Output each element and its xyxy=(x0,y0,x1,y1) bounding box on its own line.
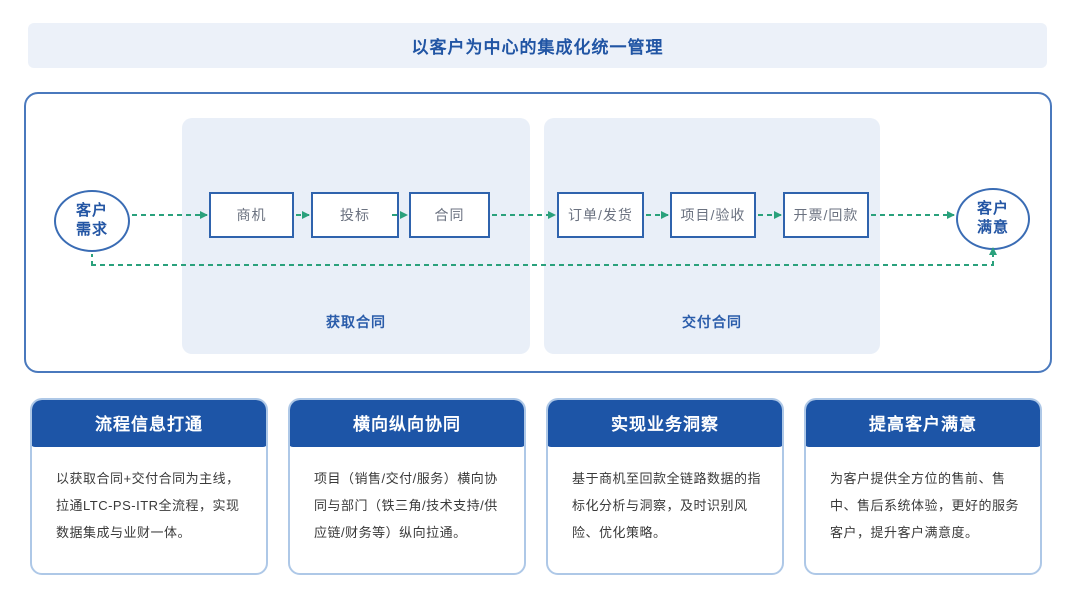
step-label: 订单/发货 xyxy=(568,207,633,223)
end-node-customer-satisfaction: 客户 满意 xyxy=(956,188,1030,250)
step-label: 投标 xyxy=(340,207,370,223)
card-title: 实现业务洞察 xyxy=(611,415,719,434)
flow-arrow-icon xyxy=(758,211,782,219)
start-node-line1: 客户 xyxy=(75,202,108,220)
card-body: 项目（销售/交付/服务）横向协同与部门（铁三角/技术支持/供应链/财务等）纵向拉… xyxy=(314,471,498,540)
step-box-bidding: 投标 xyxy=(311,192,399,238)
end-node-line2: 满意 xyxy=(976,219,1009,236)
step-box-order-shipping: 订单/发货 xyxy=(557,192,644,238)
flow-arrow-icon xyxy=(646,211,669,219)
benefit-card-customer-satisfaction: 提高客户满意 为客户提供全方位的售前、售中、售后系统体验，更好的服务客户，提升客… xyxy=(804,398,1042,575)
benefit-card-collaboration: 横向纵向协同 项目（销售/交付/服务）横向协同与部门（铁三角/技术支持/供应链/… xyxy=(288,398,526,575)
step-label: 开票/回款 xyxy=(793,207,859,223)
flow-arrow-icon xyxy=(296,211,310,219)
card-title: 横向纵向协同 xyxy=(353,415,461,434)
card-header: 提高客户满意 xyxy=(806,400,1040,447)
page-title: 以客户为中心的集成化统一管理 xyxy=(411,38,664,57)
phase-label: 交付合同 xyxy=(682,314,742,330)
step-box-opportunity: 商机 xyxy=(209,192,294,238)
flow-arrow-icon xyxy=(492,211,556,219)
bypass-arrowhead-up-icon xyxy=(989,247,997,255)
card-header: 横向纵向协同 xyxy=(290,400,524,447)
benefit-cards-row: 流程信息打通 以获取合同+交付合同为主线，拉通LTC-PS-ITR全流程，实现数… xyxy=(30,398,1042,575)
flow-diagram: 获取合同 交付合同 客户 需求 商机 投标 合同 订单/发货 项目/验收 开票/… xyxy=(24,92,1052,373)
end-node-line1: 客户 xyxy=(976,200,1009,218)
bypass-line-horizontal xyxy=(91,264,994,266)
step-box-project-acceptance: 项目/验收 xyxy=(670,192,756,238)
card-header: 实现业务洞察 xyxy=(548,400,782,447)
card-body: 基于商机至回款全链路数据的指标化分析与洞察，及时识别风险、优化策略。 xyxy=(572,471,762,540)
start-node-customer-needs: 客户 需求 xyxy=(54,190,130,252)
step-label: 项目/验收 xyxy=(680,207,746,223)
flow-arrow-icon xyxy=(871,211,955,219)
card-header: 流程信息打通 xyxy=(32,400,266,447)
card-body: 以获取合同+交付合同为主线，拉通LTC-PS-ITR全流程，实现数据集成与业财一… xyxy=(56,471,240,540)
benefit-card-process-integration: 流程信息打通 以获取合同+交付合同为主线，拉通LTC-PS-ITR全流程，实现数… xyxy=(30,398,268,575)
flow-arrow-icon xyxy=(132,211,208,219)
banner: 以客户为中心的集成化统一管理 xyxy=(28,23,1047,68)
start-node-line2: 需求 xyxy=(75,221,108,238)
benefit-card-business-insight: 实现业务洞察 基于商机至回款全链路数据的指标化分析与洞察，及时识别风险、优化策略… xyxy=(546,398,784,575)
step-label: 商机 xyxy=(236,207,267,223)
card-body: 为客户提供全方位的售前、售中、售后系统体验，更好的服务客户，提升客户满意度。 xyxy=(830,471,1020,540)
phase-label: 获取合同 xyxy=(326,314,386,330)
step-label: 合同 xyxy=(434,207,465,223)
step-box-invoicing-payment: 开票/回款 xyxy=(783,192,869,238)
bypass-line-vertical-left xyxy=(91,254,93,266)
flow-arrow-icon xyxy=(392,211,408,219)
card-title: 流程信息打通 xyxy=(95,415,203,434)
card-title: 提高客户满意 xyxy=(869,415,977,434)
bypass-line-vertical-right xyxy=(992,254,994,266)
step-box-contract: 合同 xyxy=(409,192,490,238)
